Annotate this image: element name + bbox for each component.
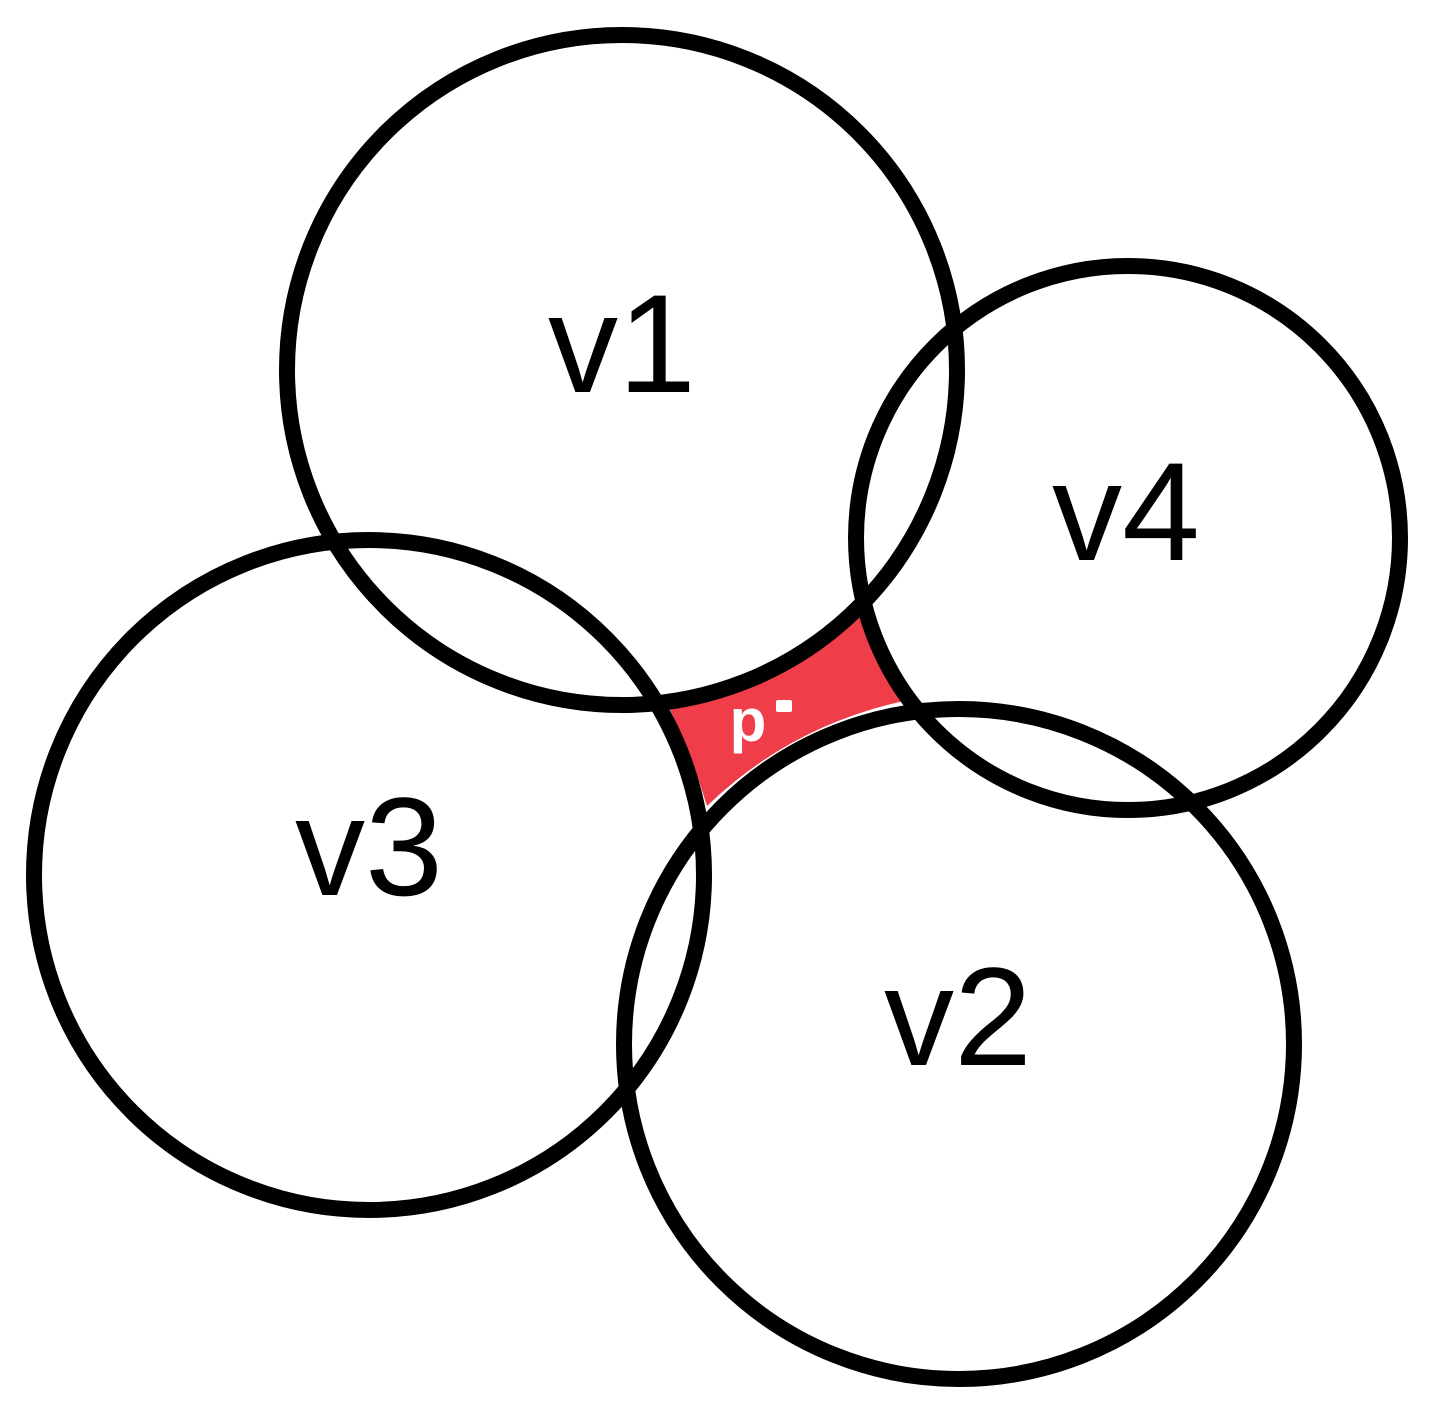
circle-v2 xyxy=(616,701,1302,1387)
circle-v3 xyxy=(26,532,712,1218)
label-v2: v2 xyxy=(884,938,1032,1095)
label-v3: v3 xyxy=(295,768,443,925)
label-v1: v1 xyxy=(548,265,696,422)
circle-v4 xyxy=(848,258,1408,818)
label-p: p xyxy=(730,687,767,754)
label-v4: v4 xyxy=(1052,433,1200,590)
circle-v1 xyxy=(279,27,965,713)
point-dot xyxy=(776,700,792,712)
